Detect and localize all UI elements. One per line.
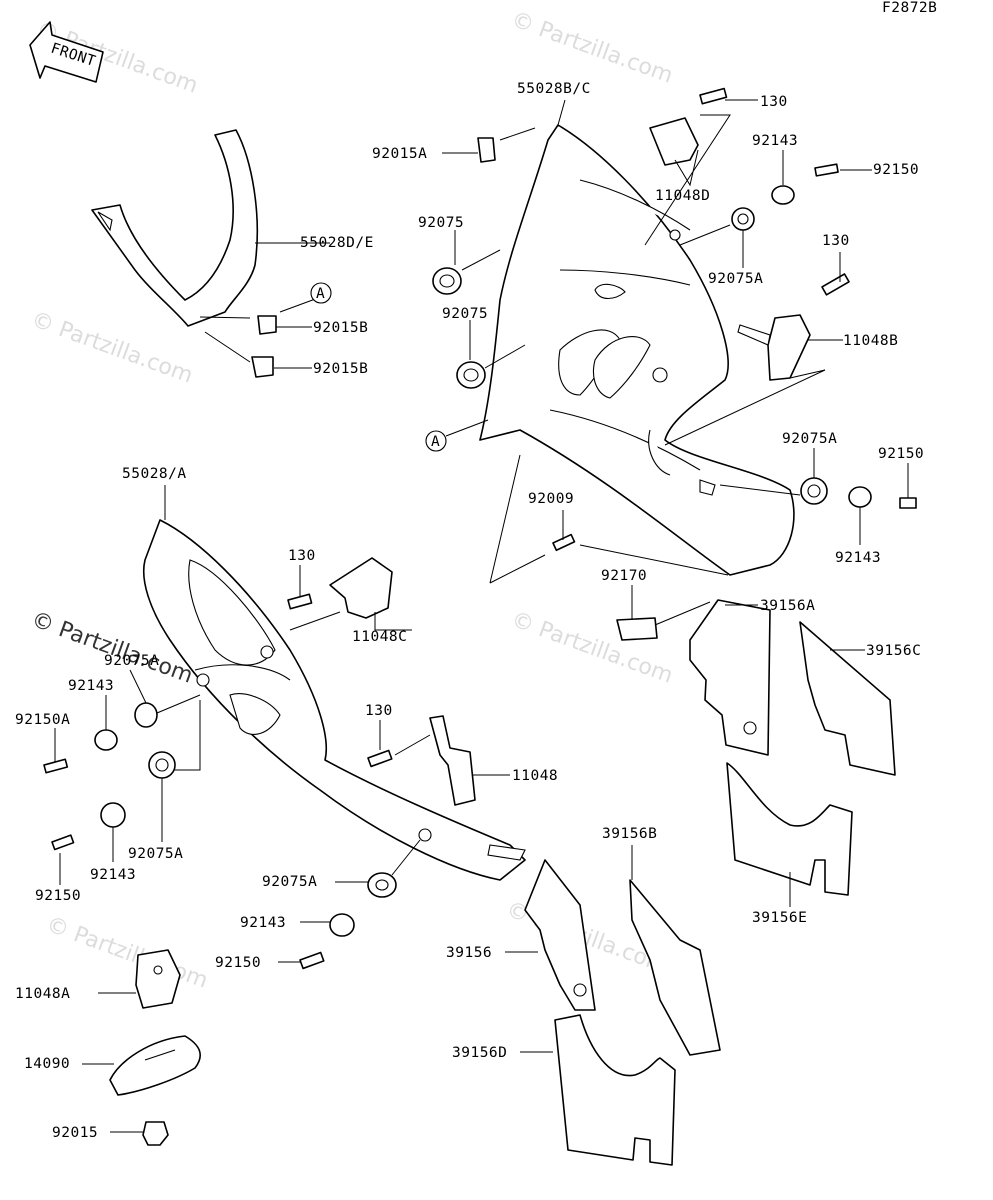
label-92143-mid: 92143 — [835, 550, 881, 566]
label-92015: 92015 — [52, 1125, 98, 1141]
pad-39156a — [689, 599, 771, 756]
screw-92150-bot — [278, 951, 325, 970]
label-92075-a: 92075 — [418, 215, 464, 231]
figure-code: F2872B — [882, 0, 937, 16]
label-39156a: 39156A — [760, 598, 815, 614]
front-arrow-icon: FRONT — [29, 21, 104, 83]
label-92150-mid: 92150 — [878, 446, 924, 462]
label-92075a-bot: 92075A — [262, 874, 317, 890]
label-130-c: 130 — [288, 548, 316, 564]
callout-a-text: A — [316, 286, 325, 302]
collar-92143-left — [94, 695, 118, 751]
pad-39156 — [505, 859, 596, 1011]
bracket-11048a — [98, 949, 181, 1009]
label-92015a: 92015A — [372, 146, 427, 162]
watermark: © Partzilla.com — [28, 307, 196, 389]
grommet-92075a-left — [129, 669, 201, 728]
bolt-130-top — [699, 87, 758, 105]
callout-a-text: A — [431, 434, 440, 450]
label-92143-left: 92143 — [68, 678, 114, 694]
label-55028de: 55028D/E — [300, 235, 374, 251]
nut-92015 — [110, 1121, 169, 1146]
upper-cowl-55028de — [91, 129, 330, 327]
watermark: © Partzilla.com — [43, 912, 211, 994]
bracket-11048c — [289, 557, 412, 631]
bolt-130-c — [287, 565, 313, 610]
label-14090: 14090 — [24, 1056, 70, 1072]
label-130-right: 130 — [822, 233, 850, 249]
grommet-92075a-bot — [335, 839, 421, 898]
callout-a-upper: A — [310, 282, 332, 304]
label-92075a-right: 92075A — [708, 271, 763, 287]
side-cowl-55028bc — [479, 124, 795, 576]
label-92150-low: 92150 — [35, 888, 81, 904]
collar-92143-low — [100, 802, 126, 862]
screw-92150a — [43, 728, 69, 774]
label-92009: 92009 — [528, 491, 574, 507]
label-92075-b: 92075 — [442, 306, 488, 322]
clip-92170 — [616, 585, 711, 641]
label-39156: 39156 — [446, 945, 492, 961]
grommet-92075a-mid — [719, 448, 828, 505]
pad-39156c — [799, 621, 896, 776]
label-92075a-left: 92075A — [104, 653, 159, 669]
label-92143-top: 92143 — [752, 133, 798, 149]
pad-39156e — [726, 762, 853, 907]
grommet-92075a-low — [148, 700, 201, 842]
bracket-11048 — [394, 715, 510, 806]
screw-92009 — [489, 454, 729, 584]
screw-92150-mid — [899, 463, 917, 509]
label-130-top: 130 — [760, 94, 788, 110]
grommet-92075-b — [456, 320, 526, 389]
label-55028bc: 55028B/C — [517, 81, 591, 97]
label-92015b-1: 92015B — [313, 320, 368, 336]
label-11048a: 11048A — [15, 986, 70, 1002]
label-92143-bot: 92143 — [240, 915, 286, 931]
pad-39156b — [629, 845, 721, 1056]
label-11048c: 11048C — [352, 629, 407, 645]
label-92150a: 92150A — [15, 712, 70, 728]
label-11048: 11048 — [512, 768, 558, 784]
label-92075a-low: 92075A — [128, 846, 183, 862]
bolt-130-right — [821, 252, 850, 296]
watermark: © Partzilla.com — [508, 7, 676, 89]
collar-92143-mid — [848, 486, 872, 545]
label-55028a: 55028/A — [122, 466, 187, 482]
label-92015b-2: 92015B — [313, 361, 368, 377]
lower-cowl-55028a — [142, 519, 526, 881]
bolt-130-d — [367, 720, 393, 768]
label-39156c: 39156C — [866, 643, 921, 659]
label-39156d: 39156D — [452, 1045, 507, 1061]
bracket-11048d — [644, 114, 731, 246]
label-39156b: 39156B — [602, 826, 657, 842]
label-92075a-mid: 92075A — [782, 431, 837, 447]
collar-92143-top — [771, 150, 795, 205]
label-92143-low: 92143 — [90, 867, 136, 883]
label-92170: 92170 — [601, 568, 647, 584]
grommet-92075-a — [432, 230, 501, 295]
cover-14090 — [82, 1035, 201, 1096]
clip-92015a — [442, 127, 536, 163]
label-92150-top: 92150 — [873, 162, 919, 178]
label-39156e: 39156E — [752, 910, 807, 926]
collar-92143-bot — [300, 913, 355, 937]
label-11048b: 11048B — [843, 333, 898, 349]
label-92150-bot: 92150 — [215, 955, 261, 971]
label-11048d: 11048D — [655, 188, 710, 204]
grommet-92075a-right — [679, 207, 755, 268]
label-130-d: 130 — [365, 703, 393, 719]
bracket-11048b — [664, 314, 843, 446]
clip-92015b — [199, 297, 319, 378]
screw-92150-top — [814, 163, 872, 177]
callout-a-lower: A — [425, 419, 489, 452]
pad-39156d — [520, 1014, 676, 1166]
screw-92150-low — [51, 834, 75, 885]
